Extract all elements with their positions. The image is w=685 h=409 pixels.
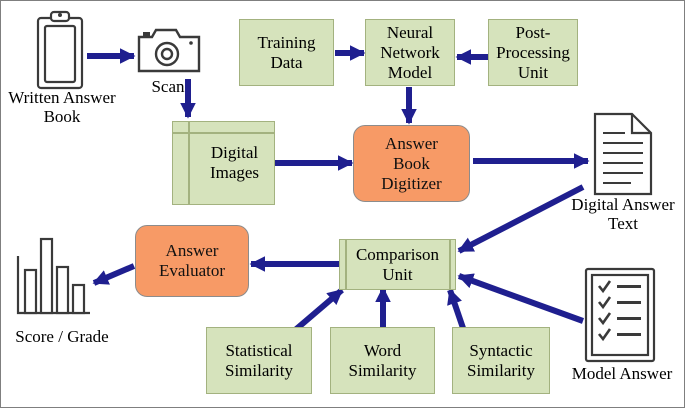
statistical-similarity-box: Statistical Similarity (206, 327, 312, 394)
post-processing-unit-box: Post- Processing Unit (488, 19, 578, 86)
neural-network-model-box: Neural Network Model (365, 19, 455, 86)
camera-icon (137, 28, 201, 73)
comparison-unit-left-line (345, 239, 347, 290)
word-similarity-box: Word Similarity (330, 327, 435, 394)
score-grade-label: Score / Grade (15, 327, 109, 346)
written-answer-book-label: Written Answer Book (8, 88, 116, 126)
answer-evaluator-box: Answer Evaluator (135, 225, 249, 297)
digital-images-side-line (188, 121, 190, 205)
arrow-model-to-comparison (457, 273, 585, 324)
bar-chart-icon (16, 237, 90, 315)
syntactic-similarity-box: Syntactic Similarity (452, 327, 550, 394)
clipboard-icon (36, 10, 84, 90)
checklist-icon (584, 267, 656, 363)
digital-answer-text-label: Digital Answer Text (571, 195, 675, 233)
arrow-evaluator-to-score (92, 263, 136, 286)
digital-images-header-line (172, 132, 275, 134)
scan-label: Scan (151, 77, 185, 96)
training-data-box: Training Data (239, 19, 334, 86)
digital-images-label: Digital Images (209, 143, 260, 182)
model-answer-label: Model Answer (571, 364, 673, 383)
comparison-unit-right-line (449, 239, 451, 290)
arrow-statistical-to-comparison (292, 287, 344, 334)
document-icon (593, 112, 653, 196)
answer-book-digitizer-box: Answer Book Digitizer (353, 125, 470, 202)
comparison-unit-label: Comparison Unit (355, 244, 440, 284)
arrow-text-to-comparison (457, 184, 585, 254)
arrow-syntactic-to-comparison (447, 288, 467, 332)
comparison-unit-box: Comparison Unit (339, 239, 456, 290)
